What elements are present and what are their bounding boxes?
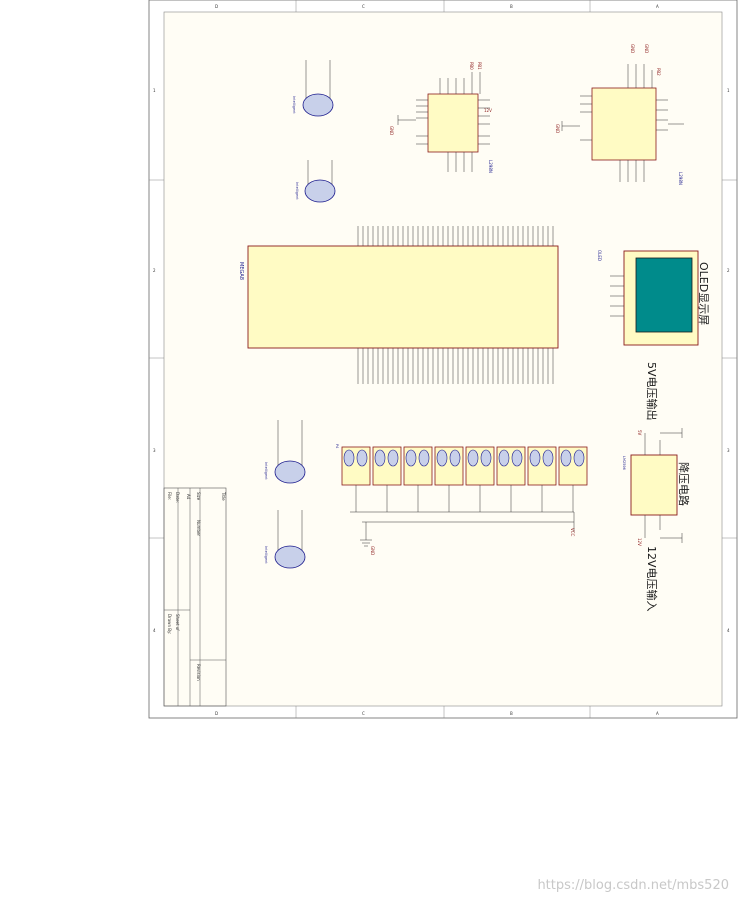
tick-top-d: D xyxy=(215,4,218,9)
header-pin-pad xyxy=(529,449,541,467)
header-pin-pad xyxy=(405,449,417,467)
header-pin-pad xyxy=(467,449,479,467)
number-label: Number xyxy=(196,520,201,536)
title-label: Title xyxy=(221,491,226,501)
mcu-chip: MEGA8 xyxy=(238,226,559,384)
v12-net: 12V xyxy=(637,538,642,546)
tick-bottom-c: C xyxy=(362,711,365,716)
file-label: File: xyxy=(167,492,172,500)
header-pin-pad xyxy=(374,449,386,467)
oled-title: OLED显示屏 xyxy=(697,262,710,325)
buck-title: 降压电路 xyxy=(677,462,691,506)
motor-bottom-2-label: Intelligent xyxy=(264,546,268,564)
header-pin-pad xyxy=(498,449,510,467)
tick-right-2: 2 xyxy=(727,268,730,273)
svg-text:PB1: PB1 xyxy=(477,62,482,70)
v12-input-title: 12V电压输入 xyxy=(645,546,659,612)
motor-bottom-2: Intelligent xyxy=(264,510,306,569)
tick-bottom-d: D xyxy=(215,711,218,716)
svg-text:PB2: PB2 xyxy=(656,68,661,76)
mcu-ref: MEGA8 xyxy=(238,262,244,280)
motor-top-2: Intelligent xyxy=(295,160,336,203)
header-pin-pad xyxy=(449,449,461,467)
svg-text:GND: GND xyxy=(389,126,394,135)
buck-regulator: LM2596 5V 12V 降压电路 12V电压输入 xyxy=(622,428,691,612)
motor-top-1: Intelligent xyxy=(292,60,334,117)
drawn-label: Drawn By: xyxy=(167,614,172,634)
tick-right-3: 3 xyxy=(727,448,730,453)
tick-left-1: 1 xyxy=(153,88,156,93)
header-pin-pad xyxy=(480,449,492,467)
header-ref: P4 xyxy=(335,444,339,449)
size-value: A4 xyxy=(186,494,191,500)
tick-top-b: B xyxy=(510,4,513,9)
svg-text:GND: GND xyxy=(630,44,635,53)
motor-driver-1: PB0 PB1 GND 12V L298N xyxy=(389,62,493,173)
oled-module: OLED OLED显示屏 xyxy=(597,250,710,346)
tick-bottom-a: A xyxy=(656,711,659,716)
gnd-net: GND xyxy=(370,546,375,555)
header-pin-pad xyxy=(436,449,448,467)
title-block: Title Size Number Revision A4 Date: File… xyxy=(163,487,227,707)
header-pin-pad xyxy=(343,449,355,467)
date-label: Date: xyxy=(175,492,180,503)
size-label: Size xyxy=(196,492,201,501)
tick-top-a: A xyxy=(656,4,659,9)
v5-net: 5V xyxy=(637,430,642,436)
header-pin-pad xyxy=(511,449,523,467)
servo-header-strip: P4 xyxy=(335,444,588,512)
v5-output-title: 5V电压输出 xyxy=(645,362,659,421)
tick-left-3: 3 xyxy=(153,448,156,453)
header-pin-pad xyxy=(542,449,554,467)
motor-top-2-label: Intelligent xyxy=(295,182,299,200)
header-pin-pad xyxy=(573,449,585,467)
motor-driver-2: GND GND PB2 GND L298N xyxy=(555,44,684,185)
tick-left-4: 4 xyxy=(153,628,156,633)
header-pin-pad xyxy=(387,449,399,467)
svg-text:GND: GND xyxy=(555,124,560,133)
ground-bus xyxy=(350,511,575,547)
sheet-label: Sheet of xyxy=(175,614,180,631)
svg-text:GND: GND xyxy=(644,44,649,53)
watermark-text: https://blog.csdn.net/mbs520 xyxy=(537,878,729,893)
motor-bottom-1-label: Intelligent xyxy=(264,462,268,480)
tick-left-2: 2 xyxy=(153,268,156,273)
header-pin-pad xyxy=(560,449,572,467)
tick-top-c: C xyxy=(362,4,365,9)
vcc-net: VCC xyxy=(570,528,575,537)
svg-text:PB0: PB0 xyxy=(469,62,474,70)
header-pin-pad xyxy=(418,449,430,467)
revision-label: Revision xyxy=(196,664,201,681)
svg-text:12V: 12V xyxy=(484,108,492,113)
regulator-ref: LM2596 xyxy=(622,456,626,470)
header-pin-pad xyxy=(356,449,368,467)
tick-right-4: 4 xyxy=(727,628,730,633)
driver2-ref: L298N xyxy=(678,172,683,185)
oled-ref: OLED xyxy=(597,250,602,261)
motor-top-1-label: Intelligent xyxy=(292,96,296,114)
tick-right-1: 1 xyxy=(727,88,730,93)
motor-bottom-1: Intelligent xyxy=(264,420,306,484)
driver1-ref: L298N xyxy=(488,160,493,173)
tick-bottom-b: B xyxy=(510,711,513,716)
border-ticks: D C B A D C B A 1 2 3 4 1 2 3 4 xyxy=(149,0,737,718)
